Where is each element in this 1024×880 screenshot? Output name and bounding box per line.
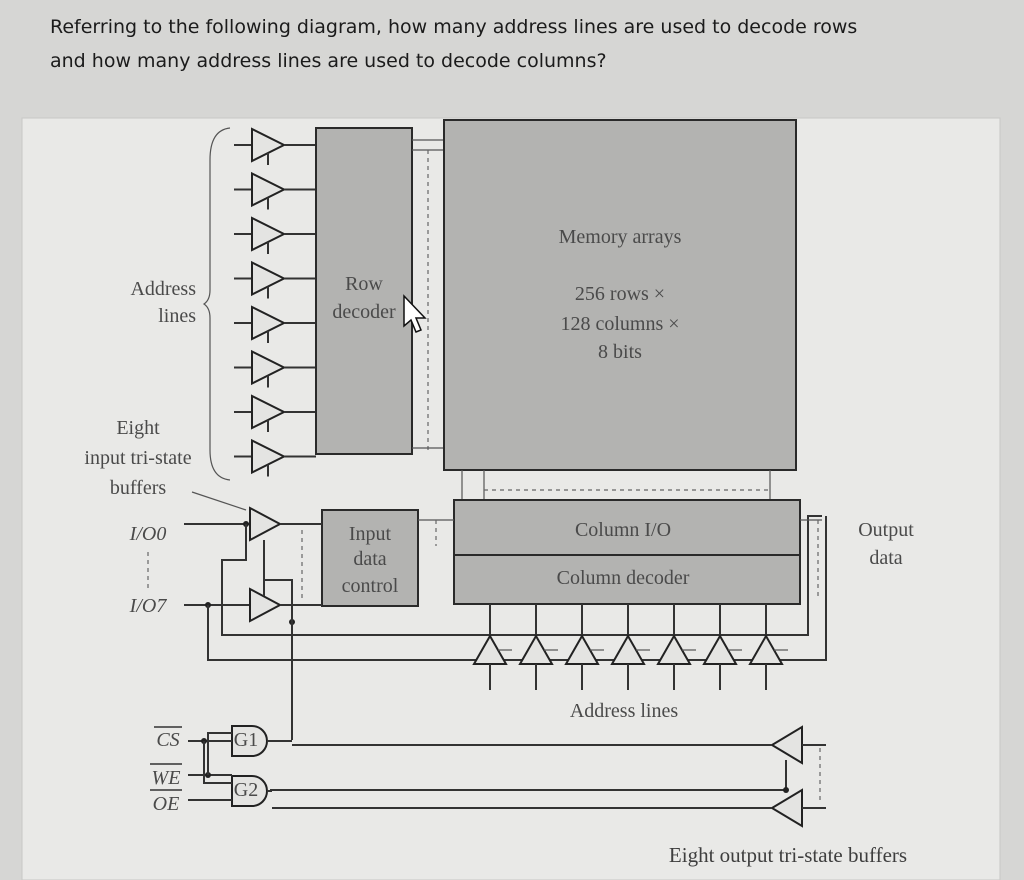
memory-array-box: [443, 119, 797, 471]
input-buffers-label-3: buffers: [110, 477, 166, 499]
memory-rows: 256 rows ×: [575, 283, 665, 305]
junction: [783, 787, 789, 793]
io7-output-wire: [207, 516, 827, 661]
column-decoder-label: Column decoder: [557, 567, 690, 589]
g1-label: G1: [234, 729, 258, 751]
row-address-buffers: [234, 127, 316, 477]
output-data-label-1: Output: [858, 519, 914, 541]
io0-label: I/O0: [129, 523, 167, 545]
address-lines-label-1: Address: [130, 278, 196, 300]
question-line-1: Referring to the following diagram, how …: [50, 16, 858, 38]
oe-label: OE: [153, 793, 180, 815]
io0-input-buffer: [249, 506, 283, 542]
column-io-box: [453, 499, 801, 605]
input-buffers-label-2: input tri-state: [84, 447, 191, 469]
input-data-control-label-1: Input: [349, 523, 392, 545]
cs-to-g2: [203, 741, 232, 784]
column-address-buffers: [472, 604, 788, 690]
question-text: Referring to the following diagram, how …: [50, 10, 950, 78]
address-lines-label-2: lines: [158, 305, 196, 327]
output-buffers-label: Eight output tri-state buffers: [669, 843, 907, 867]
memory-columns: 128 columns ×: [560, 313, 679, 335]
we-label: WE: [152, 767, 181, 789]
row-decoder-label-1: Row: [345, 273, 383, 295]
bottom-address-lines-label: Address lines: [570, 700, 679, 722]
input-data-control-label-2: data: [353, 548, 386, 570]
input-data-control-label-3: control: [342, 575, 399, 597]
mouse-cursor-icon: [403, 294, 427, 333]
g1-gate: [231, 725, 268, 757]
io7-input-buffer: [249, 587, 283, 623]
g2-gate: [231, 775, 268, 807]
cs-label: CS: [156, 729, 179, 751]
row-decoder-box: [315, 127, 413, 455]
g2-label: G2: [234, 779, 258, 801]
output-data-label-2: data: [869, 547, 902, 569]
input-data-control-box: [321, 509, 419, 607]
we-to-g1: [207, 732, 232, 775]
question-line-2: and how many address lines are used to d…: [50, 50, 607, 72]
memory-title: Memory arrays: [559, 226, 682, 248]
column-io-label: Column I/O: [575, 519, 671, 541]
row-decoder-label-2: decoder: [332, 301, 396, 323]
buffers-pointer: [191, 491, 247, 511]
memory-bits: 8 bits: [598, 341, 642, 363]
address-brace: [202, 127, 231, 481]
input-buffers-label-1: Eight: [116, 417, 160, 439]
io0-output-wire: [221, 515, 822, 636]
io7-label: I/O7: [129, 595, 168, 617]
